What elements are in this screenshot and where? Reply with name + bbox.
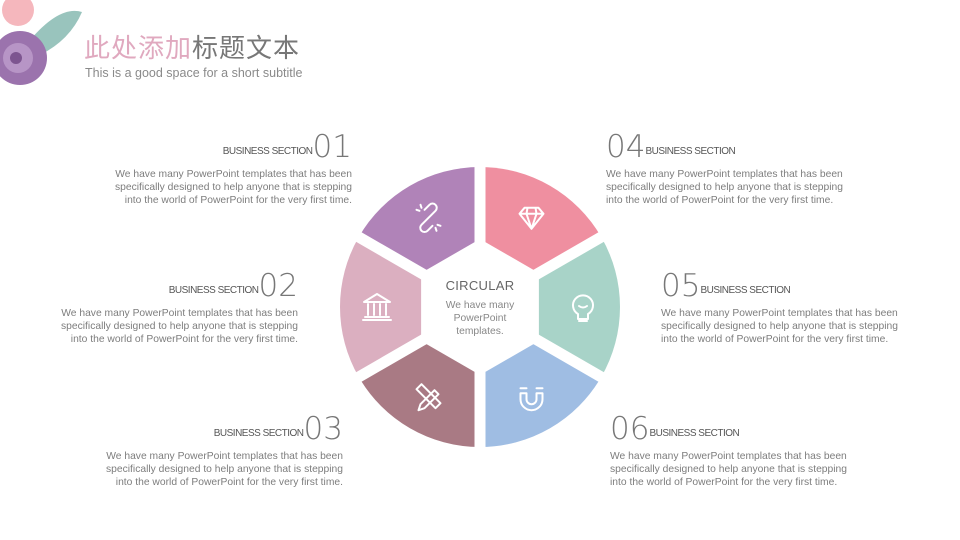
- section-text: We have many PowerPoint templates that h…: [115, 169, 352, 206]
- broken-link-icon: [415, 202, 442, 234]
- section-number: 01: [312, 129, 352, 165]
- page-subtitle: This is a good space for a short subtitl…: [85, 66, 303, 80]
- section-03: BUSINESS SECTION03 We have many PowerPoi…: [88, 414, 343, 489]
- lightbulb-icon: [572, 294, 594, 322]
- section-label: BUSINESS SECTION: [168, 285, 259, 296]
- section-number: 02: [258, 268, 298, 304]
- section-text: We have many PowerPoint templates that h…: [106, 451, 343, 488]
- section-text: We have many PowerPoint templates that h…: [661, 308, 898, 345]
- title-accent: 此处添加: [84, 34, 193, 64]
- center-label: CIRCULAR We have many PowerPoint templat…: [430, 278, 530, 338]
- section-label: BUSINESS SECTION: [700, 285, 791, 296]
- title-rest: 标题文本: [192, 34, 301, 64]
- section-text: We have many PowerPoint templates that h…: [606, 169, 843, 206]
- center-title: CIRCULAR: [445, 278, 515, 293]
- ruler-pencil-icon: [415, 383, 442, 412]
- section-text: We have many PowerPoint templates that h…: [61, 308, 298, 345]
- segment-bank: [340, 237, 480, 377]
- magnet-icon: [519, 387, 544, 412]
- section-02: BUSINESS SECTION02 We have many PowerPoi…: [43, 271, 298, 346]
- section-text: We have many PowerPoint templates that h…: [610, 451, 847, 488]
- section-label: BUSINESS SECTION: [222, 146, 313, 157]
- segment-lightbulb: [480, 237, 620, 377]
- section-number: 03: [303, 411, 343, 447]
- page-title: 此处添加标题文本: [84, 28, 300, 65]
- flower-decoration-icon: [0, 0, 82, 85]
- section-label: BUSINESS SECTION: [649, 428, 740, 439]
- section-number: 04: [606, 129, 646, 165]
- section-04: 04BUSINESS SECTION We have many PowerPoi…: [606, 132, 861, 207]
- section-label: BUSINESS SECTION: [645, 146, 736, 157]
- section-06: 06BUSINESS SECTION We have many PowerPoi…: [610, 414, 865, 489]
- section-number: 06: [610, 411, 650, 447]
- section-05: 05BUSINESS SECTION We have many PowerPoi…: [661, 271, 916, 346]
- diamond-icon: [518, 206, 545, 230]
- bank-icon: [362, 293, 392, 321]
- section-label: BUSINESS SECTION: [213, 428, 304, 439]
- center-hexagon: [421, 239, 539, 375]
- section-01: BUSINESS SECTION01 We have many PowerPoi…: [97, 132, 352, 207]
- section-number: 05: [661, 268, 701, 304]
- center-text: We have many PowerPoint templates.: [445, 300, 515, 337]
